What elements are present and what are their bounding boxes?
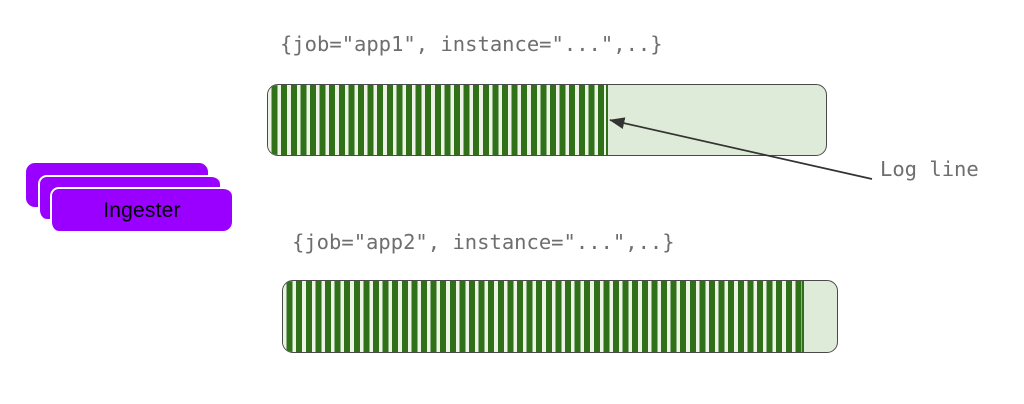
- chunk-fill-app2: [283, 281, 804, 352]
- chunk-bar-app2: [282, 280, 838, 353]
- log-line-caption: Log line: [880, 157, 979, 181]
- ingester-card-front: Ingester: [50, 187, 232, 231]
- chunk-fill-app1: [268, 85, 608, 155]
- stream-label-app2: {job="app2", instance="...",..}: [292, 230, 675, 254]
- ingester-stack: Ingester: [26, 163, 232, 231]
- stream-label-app1: {job="app1", instance="...",..}: [280, 32, 663, 56]
- chunk-bar-app1: [267, 84, 827, 156]
- ingester-label: Ingester: [103, 198, 181, 222]
